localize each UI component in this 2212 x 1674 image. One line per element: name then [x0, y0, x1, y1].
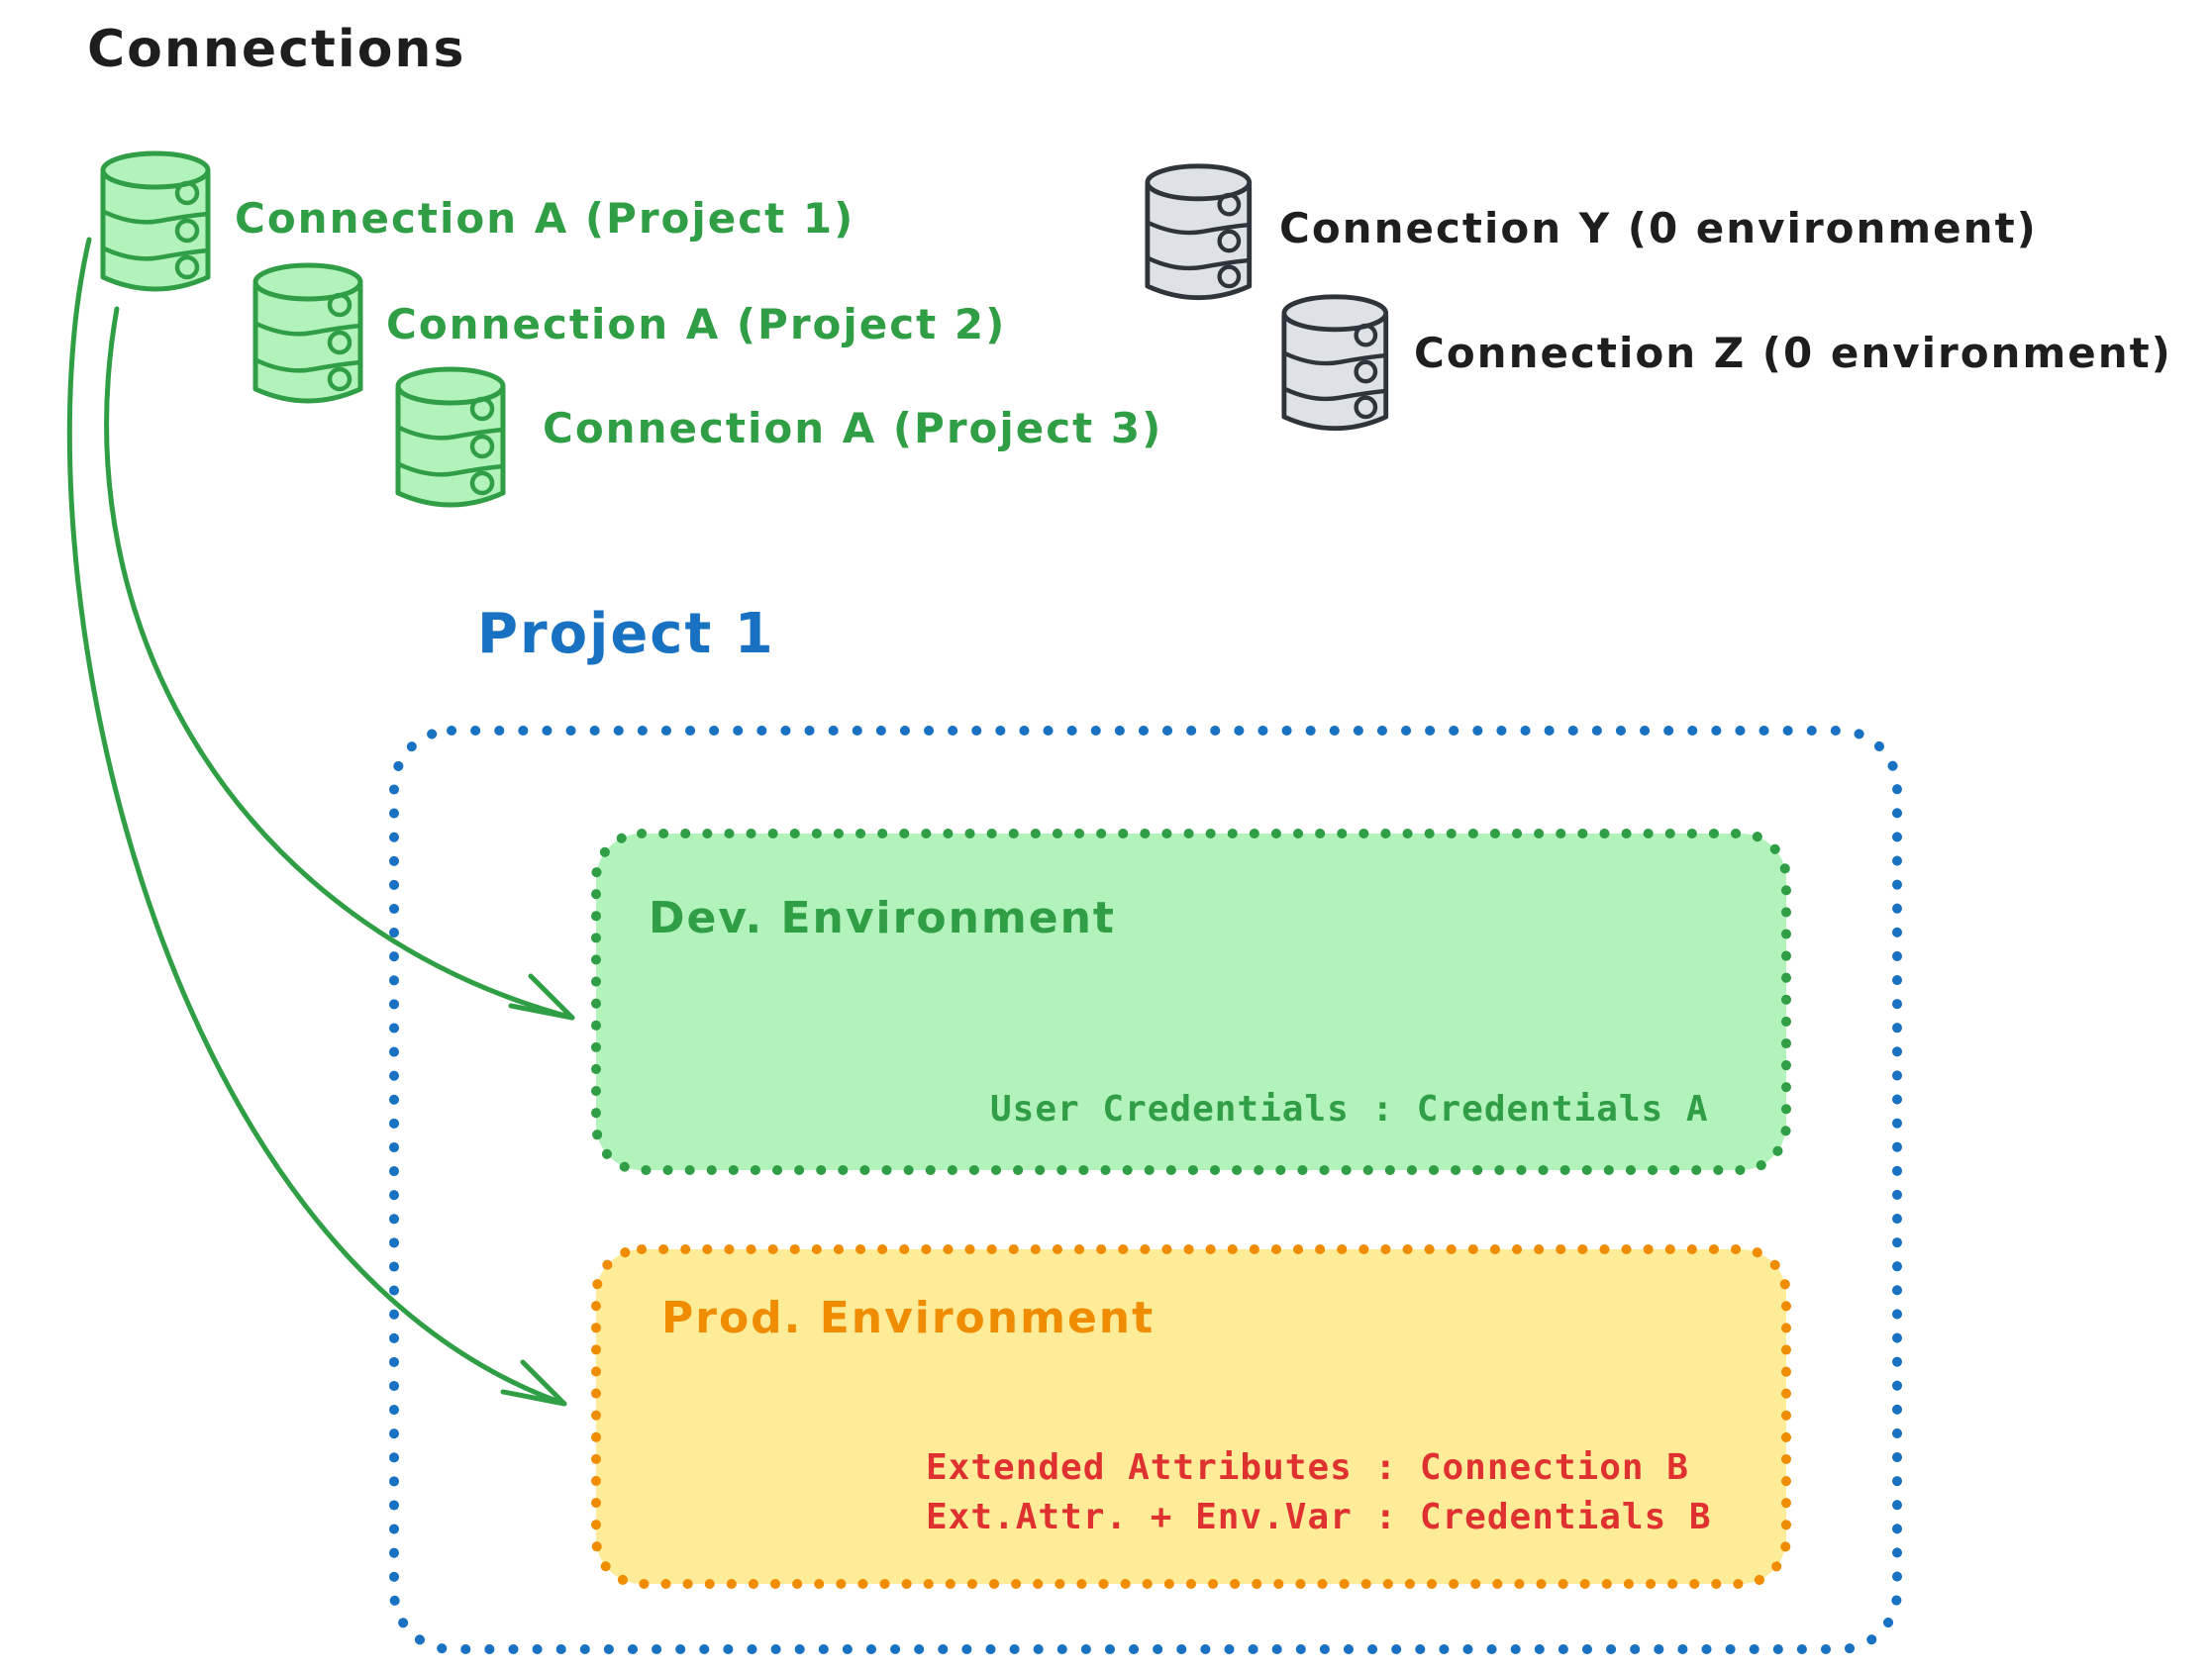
dev-environment-title: Dev. Environment — [649, 893, 1116, 943]
prod-environment-mappings: Extended Attributes : Connection B Ext.A… — [926, 1443, 1712, 1542]
connection-a-project-2-label: Connection A (Project 2) — [386, 300, 1007, 348]
arrow-to-dev-environment-icon — [104, 306, 575, 1021]
prod-environment-box — [591, 1244, 1791, 1589]
prod-environment-mapping-line-2: Ext.Attr. + Env.Var : Credentials B — [926, 1497, 1712, 1537]
dev-environment-box — [591, 829, 1791, 1175]
database-icon-connection-a-project-3 — [398, 369, 503, 505]
prod-environment-title: Prod. Environment — [661, 1293, 1156, 1343]
database-icon-connection-a-project-2 — [255, 265, 360, 401]
database-icon-connection-y — [1147, 165, 1250, 298]
prod-environment-mapping-line-1: Extended Attributes : Connection B — [926, 1447, 1689, 1488]
database-icon-connection-a-project-1 — [103, 153, 208, 289]
arrow-to-prod-environment-icon — [66, 237, 567, 1407]
connection-a-project-1-label: Connection A (Project 1) — [235, 194, 855, 243]
project-1-container-box — [389, 726, 1902, 1654]
connection-z-label: Connection Z (0 environment) — [1414, 329, 2172, 377]
database-icon-connection-z — [1283, 296, 1386, 429]
dev-environment-mapping: User Credentials : Credentials A — [990, 1089, 1709, 1130]
connection-a-project-3-label: Connection A (Project 3) — [543, 404, 1163, 452]
connection-y-label: Connection Y (0 environment) — [1279, 204, 2038, 252]
connections-title: Connections — [87, 20, 466, 79]
project-1-title: Project 1 — [477, 602, 775, 666]
